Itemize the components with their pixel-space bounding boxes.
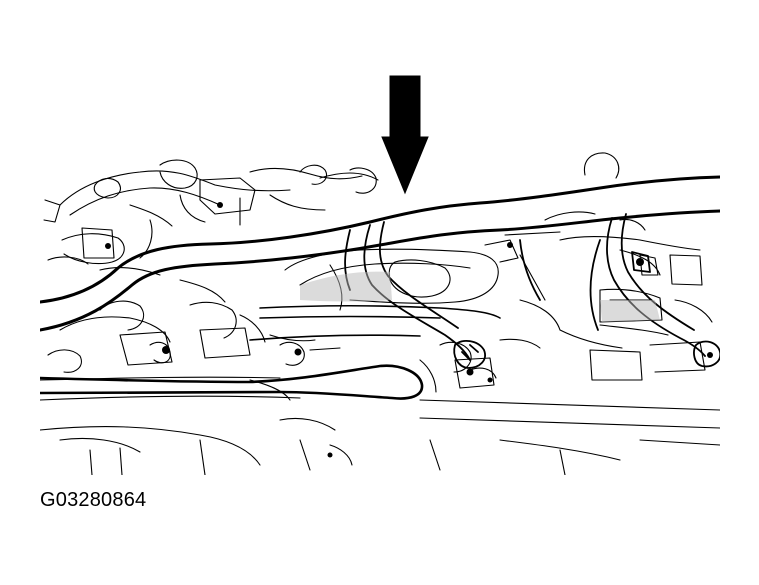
shading	[300, 271, 660, 322]
figure-reference-code: G03280864	[40, 489, 147, 511]
lower-tube	[40, 364, 424, 400]
fastener-details	[105, 202, 713, 458]
down-arrow-icon	[381, 75, 429, 195]
bracket-right	[589, 213, 720, 368]
brake-lines	[249, 304, 501, 341]
